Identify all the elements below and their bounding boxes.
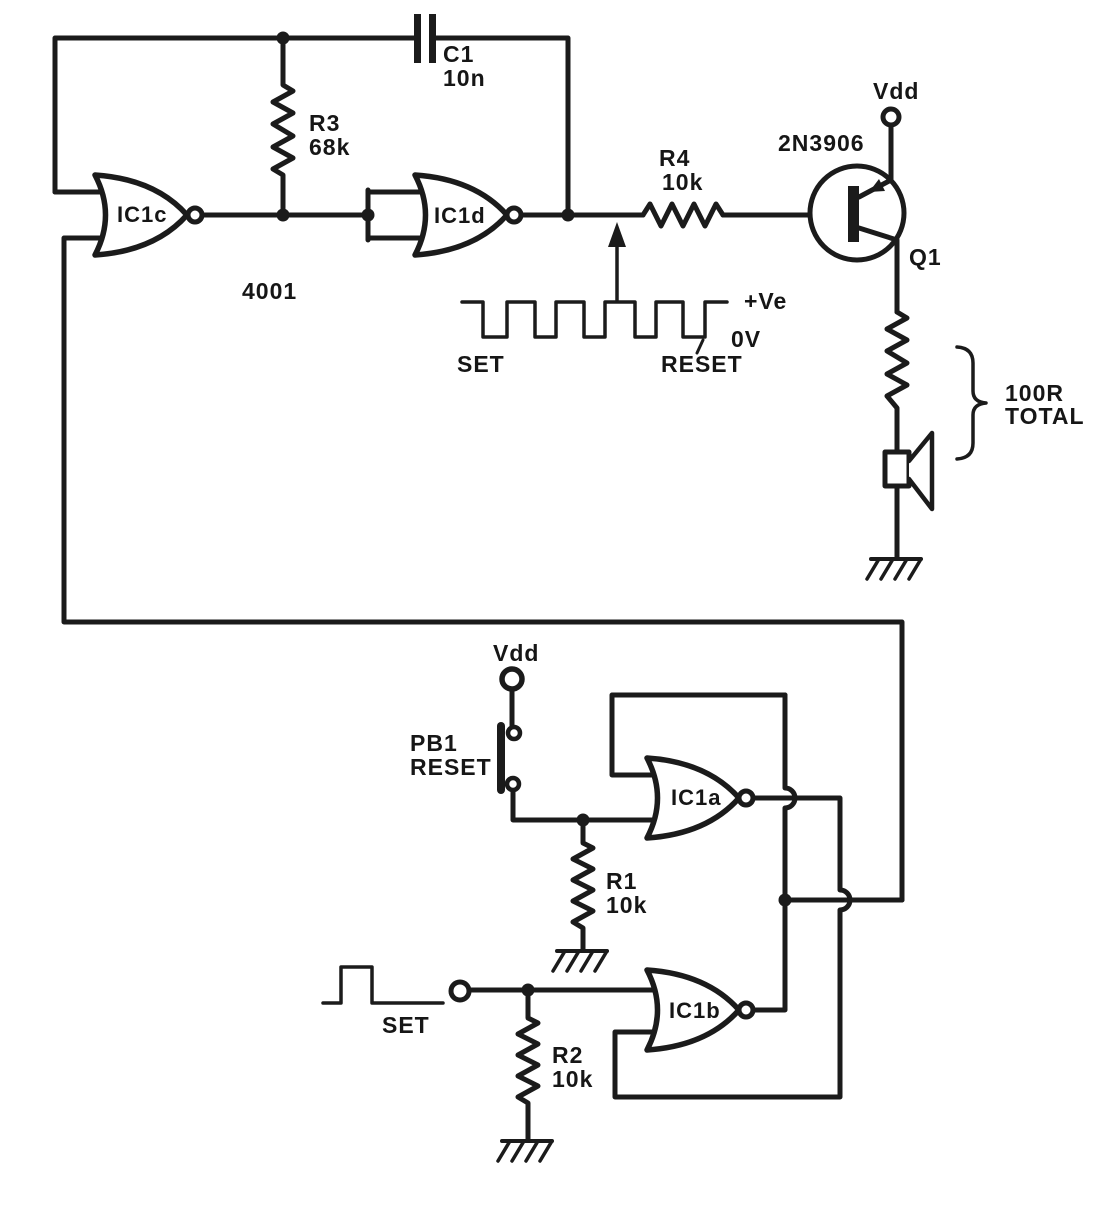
label-q1-part: 2N3906 xyxy=(778,130,865,156)
label-pb1-ref: PB1 xyxy=(410,730,458,756)
label-gate-ic1a: IC1a xyxy=(671,785,722,810)
pb1-contact-lower xyxy=(504,775,522,793)
speaker-frame xyxy=(882,449,912,489)
ground-symbol-speaker xyxy=(865,557,923,581)
label-wave-high: +Ve xyxy=(744,288,788,314)
capacitor-c1-plate-left xyxy=(414,14,421,63)
wire-ic1b-out-to-ic1a-in xyxy=(609,692,788,778)
label-vdd-bottom: Vdd xyxy=(493,640,540,666)
set-input-terminal xyxy=(448,979,472,1003)
nor-gate-ic1b-body xyxy=(644,967,742,1053)
wire-top-rail-left xyxy=(52,35,419,195)
nor-gate-ic1c-body xyxy=(92,172,190,258)
resistor-100r xyxy=(884,309,910,455)
nor-gate-ic1d-body xyxy=(412,172,510,258)
label-c1-ref: C1 xyxy=(443,41,475,67)
label-gate-ic1d: IC1d xyxy=(434,203,486,228)
speaker-horn xyxy=(906,430,935,512)
label-wave-set: SET xyxy=(457,351,505,377)
label-r3-value: 68k xyxy=(309,134,351,160)
label-vdd-top: Vdd xyxy=(873,78,920,104)
wire-button-to-ic1a xyxy=(510,787,666,823)
waveform-square xyxy=(460,300,729,339)
pb1-contact-upper xyxy=(505,724,523,742)
capacitor-c1-plate-right xyxy=(429,14,436,63)
wire-top-rail-right xyxy=(432,35,571,218)
label-pb1-action: RESET xyxy=(410,754,492,780)
label-ic-part: 4001 xyxy=(242,278,298,304)
wire-ic1a-out-to-ic1b-in xyxy=(612,795,853,1100)
wire-ic1c-input-lower-feedback xyxy=(61,235,905,903)
nor-gate-ic1a-body xyxy=(644,755,742,841)
waveform-0v-tick xyxy=(695,338,705,355)
nor-gate-ic1d-bubble xyxy=(504,205,524,225)
set-pulse-glyph xyxy=(321,965,445,1005)
label-r4-value: 10k xyxy=(662,169,704,195)
ground-symbol-r1 xyxy=(551,949,609,973)
label-r3-ref: R3 xyxy=(309,110,341,136)
label-r4-ref: R4 xyxy=(659,145,691,171)
q1-base-bar xyxy=(848,186,859,242)
resistor-r2 xyxy=(515,987,541,1143)
q1-emitter-arrow xyxy=(869,179,885,192)
label-set-input: SET xyxy=(382,1012,430,1038)
label-wave-reset: RESET xyxy=(661,351,743,377)
resistor-r3 xyxy=(270,35,296,218)
nor-gate-ic1a-bubble xyxy=(736,788,756,808)
nor-gate-ic1b-bubble xyxy=(736,1000,756,1020)
label-gate-ic1c: IC1c xyxy=(117,202,168,227)
brace-100r-total xyxy=(955,345,988,461)
resistor-r4 xyxy=(640,201,726,229)
resistor-r1 xyxy=(570,817,596,953)
label-c1-value: 10n xyxy=(443,65,486,91)
junction-dots xyxy=(276,31,792,997)
waveform-pointer-arrowhead xyxy=(608,222,626,247)
nor-gate-ic1c-bubble xyxy=(185,205,205,225)
q1-collector-line xyxy=(856,225,900,315)
vdd-terminal-top xyxy=(880,106,902,128)
label-wave-low: 0V xyxy=(731,326,762,352)
label-speaker-note-1: 100R xyxy=(1005,380,1064,406)
label-r1-ref: R1 xyxy=(606,868,638,894)
label-r1-value: 10k xyxy=(606,892,648,918)
label-q1-ref: Q1 xyxy=(909,244,942,270)
vdd-terminal-bottom xyxy=(499,666,525,692)
label-gate-ic1b: IC1b xyxy=(669,998,721,1023)
label-r2-ref: R2 xyxy=(552,1042,584,1068)
label-speaker-note-2: TOTAL xyxy=(1005,403,1085,429)
wire-ic1b-output-vertical xyxy=(743,692,798,1013)
ground-symbol-r2 xyxy=(496,1139,554,1163)
label-r2-value: 10k xyxy=(552,1066,594,1092)
